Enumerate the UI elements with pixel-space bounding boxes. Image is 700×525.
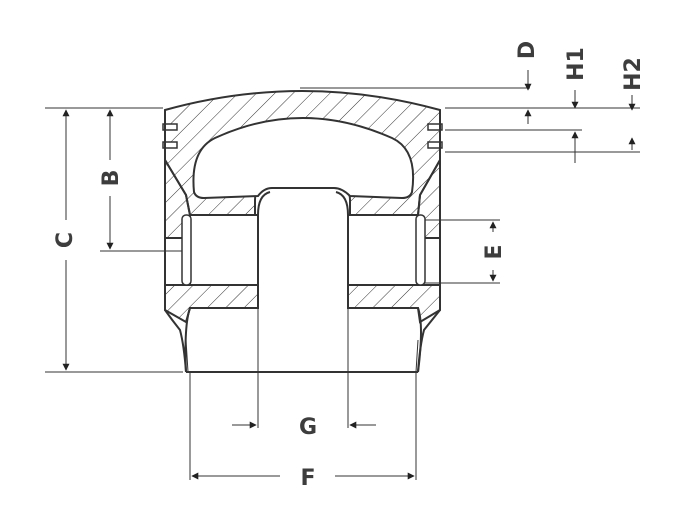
dome-cavity [192, 117, 415, 200]
lower-band-right [347, 284, 441, 324]
label-f: F [300, 466, 315, 491]
side-slot-right [415, 214, 426, 286]
extension-lines [45, 87, 640, 480]
central-boss [257, 191, 349, 216]
ring-grooves-left [162, 123, 178, 149]
label-d: D [515, 41, 540, 59]
label-h2: H2 [621, 57, 646, 91]
label-c: C [53, 232, 78, 248]
label-b: B [99, 170, 124, 187]
ring-grooves-right [427, 123, 443, 149]
label-e: E [482, 244, 507, 259]
side-slot-left [181, 214, 192, 286]
bore-right [347, 214, 419, 286]
label-h1: H1 [564, 47, 589, 81]
lower-band-left [164, 284, 259, 324]
bore-left [189, 214, 259, 286]
label-g: G [299, 415, 317, 440]
skirt-inner-left [184, 307, 191, 373]
skirt-inner-right [417, 307, 422, 373]
